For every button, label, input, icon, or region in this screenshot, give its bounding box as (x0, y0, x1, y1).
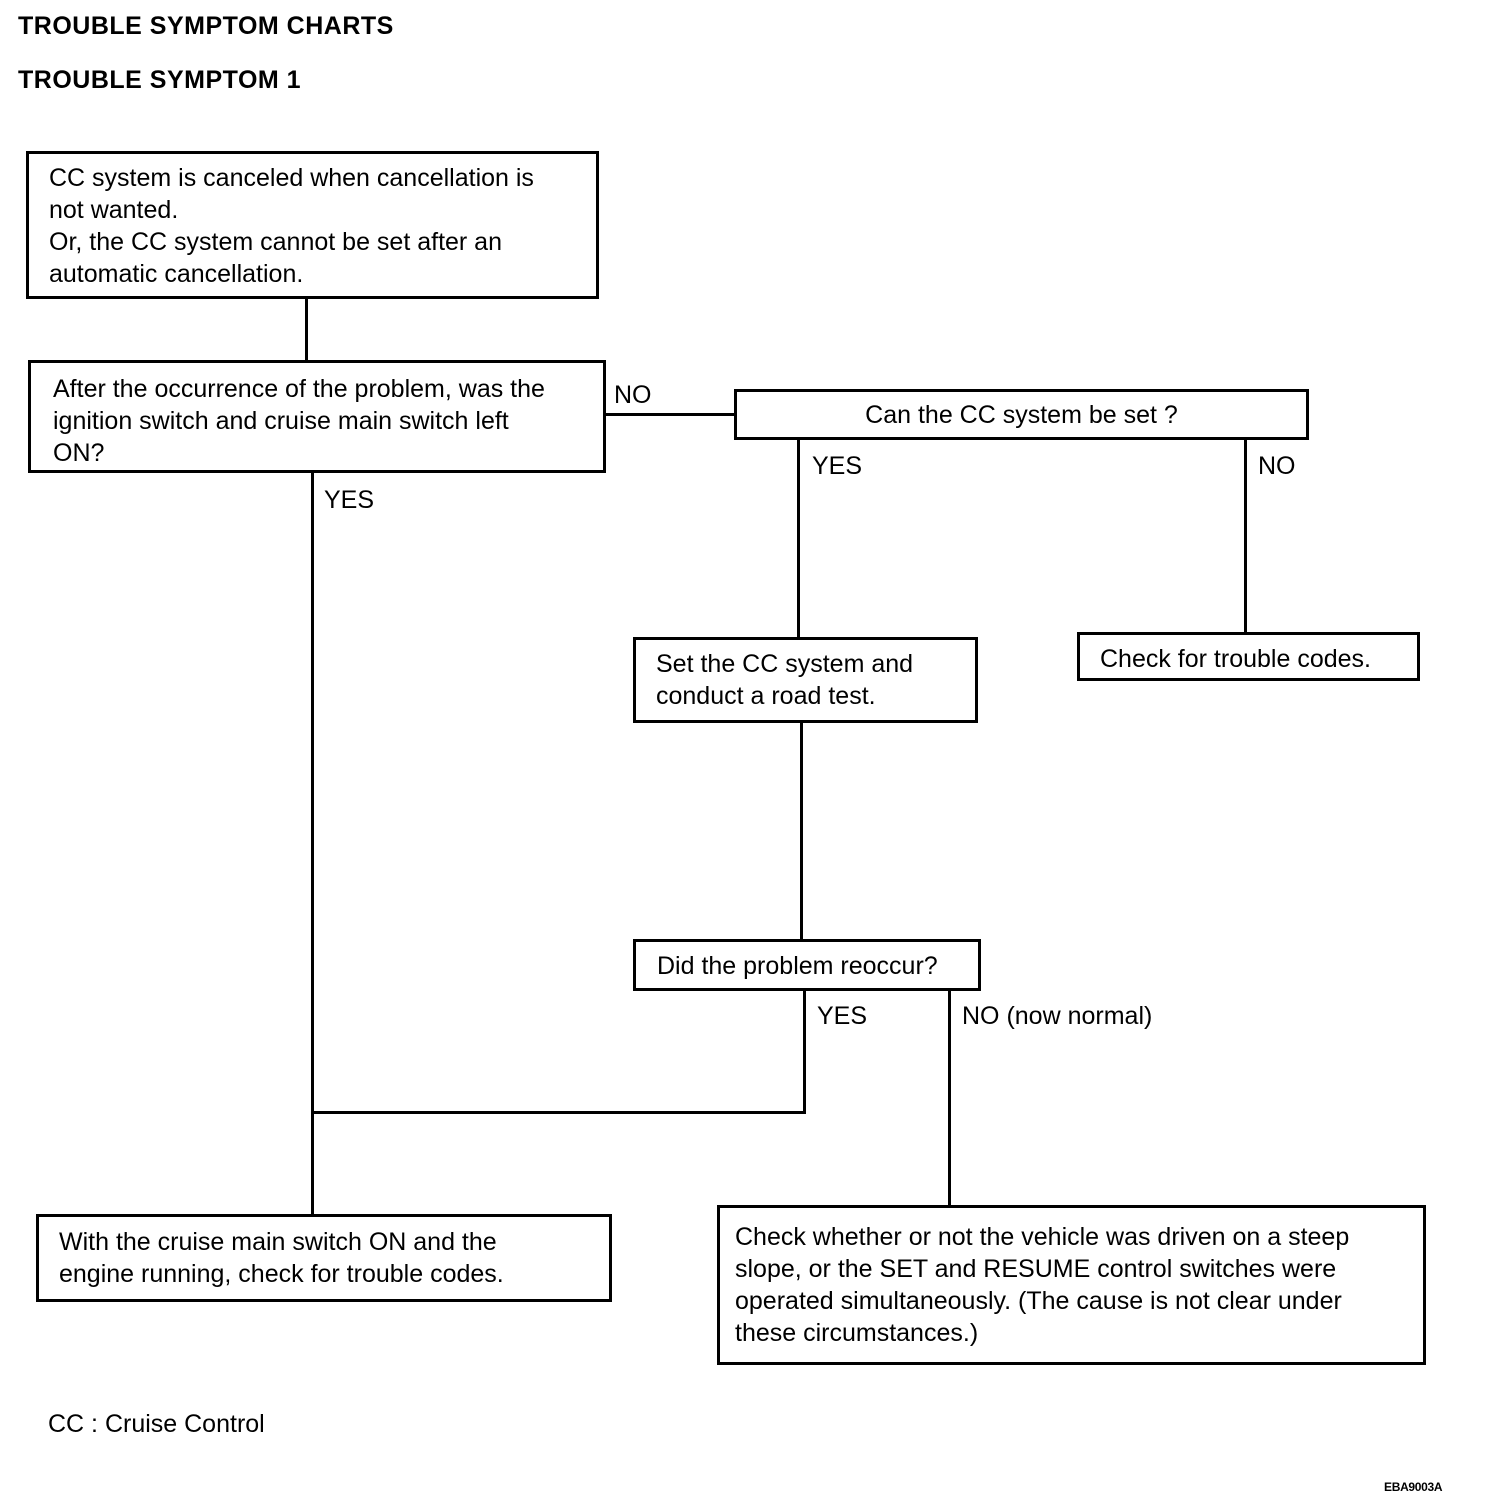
connector-q3-yes-vertical (803, 990, 806, 1114)
figure-code: EBA9003A (1384, 1480, 1443, 1494)
page-title: TROUBLE SYMPTOM CHARTS (18, 12, 394, 40)
decision-can-set: Can the CC system be set ? (734, 389, 1309, 440)
label-q3-no: NO (now normal) (962, 1002, 1153, 1030)
footnote: CC : Cruise Control (48, 1410, 265, 1438)
connector-q3-yes-horizontal (311, 1111, 806, 1114)
label-q2-no: NO (1258, 452, 1296, 480)
decision-switch-left-on: After the occurrence of the problem, was… (28, 360, 606, 473)
decision-problem-reoccur: Did the problem reoccur? (633, 939, 981, 991)
label-q3-yes: YES (817, 1002, 868, 1030)
connector-q2-no (1244, 439, 1247, 633)
connector-q3-no (948, 990, 951, 1206)
action-set-and-road-test: Set the CC system and conduct a road tes… (633, 637, 978, 723)
action-check-codes-engine-running: With the cruise main switch ON and the e… (36, 1214, 612, 1302)
connector-q2-yes (797, 439, 800, 638)
action-check-steep-slope: Check whether or not the vehicle was dri… (717, 1205, 1426, 1365)
connector-set-to-q3 (800, 722, 803, 940)
connector-q1-no (605, 413, 735, 416)
section-title: TROUBLE SYMPTOM 1 (18, 66, 302, 94)
label-q1-no: NO (614, 381, 652, 409)
connector-q1-yes (311, 472, 314, 1215)
start-box: CC system is canceled when cancellation … (26, 151, 599, 299)
connector-start-to-q1 (305, 298, 308, 361)
label-q1-yes: YES (324, 486, 375, 514)
label-q2-yes: YES (812, 452, 863, 480)
action-check-trouble-codes: Check for trouble codes. (1077, 632, 1420, 681)
